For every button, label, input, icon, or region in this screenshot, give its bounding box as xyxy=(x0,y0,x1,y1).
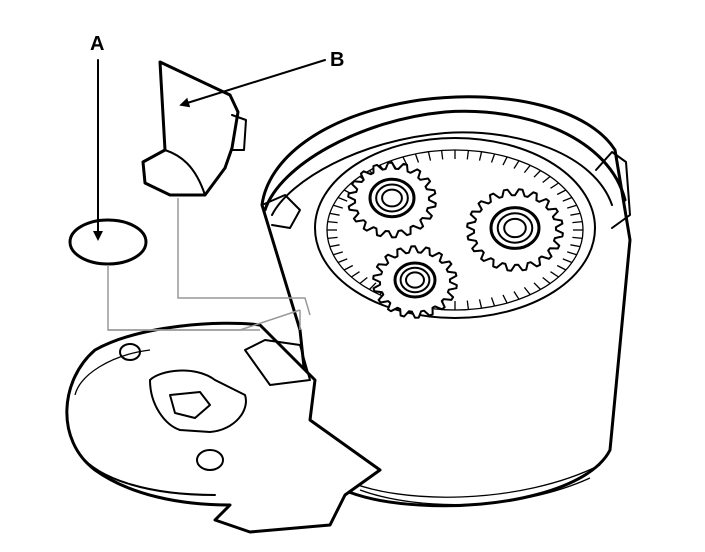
callout-a: A xyxy=(90,33,104,241)
callout-b: B xyxy=(179,49,344,108)
seal-ring xyxy=(68,218,148,266)
alignment-guides xyxy=(107,198,311,331)
callout-b-label: B xyxy=(330,49,344,71)
planet-gear-left xyxy=(347,161,437,239)
planet-gear-right xyxy=(466,188,564,272)
callout-a-label: A xyxy=(90,33,104,55)
planet-gear-bottom xyxy=(372,245,458,319)
mount-plate xyxy=(65,321,382,534)
callout-b-arrow xyxy=(179,59,326,108)
clip-part xyxy=(141,60,247,197)
ring-gear xyxy=(314,137,596,319)
